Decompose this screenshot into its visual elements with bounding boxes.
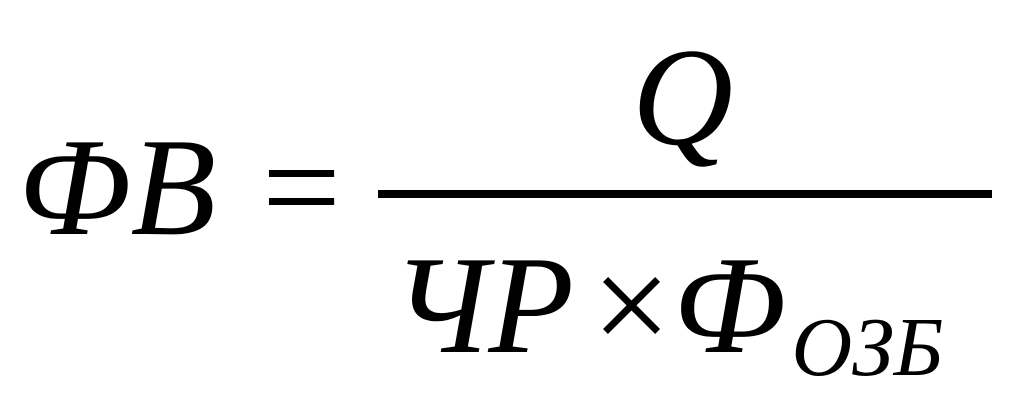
multiply-operator: × xyxy=(591,228,671,383)
denominator-term-2: Ф xyxy=(672,228,786,383)
denominator-subscript: ОЗБ xyxy=(791,301,944,394)
formula-lhs: ФВ xyxy=(18,110,217,265)
fraction-numerator: Q xyxy=(632,20,734,175)
equals-sign: = xyxy=(262,110,341,265)
fraction-bar xyxy=(378,190,992,198)
fraction-denominator: ЧР×ФОЗБ xyxy=(392,236,943,406)
denominator-term-1: ЧР xyxy=(392,228,574,383)
